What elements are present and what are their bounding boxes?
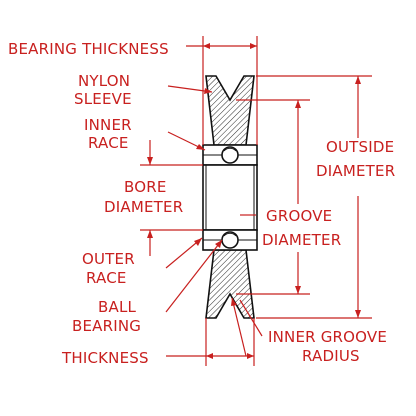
label-outside: OUTSIDE [326, 138, 394, 156]
label-diameter-bore: DIAMETER [104, 198, 183, 216]
label-race-inner: RACE [88, 134, 129, 152]
label-outer: OUTER [82, 250, 135, 268]
label-ball: BALL [98, 298, 137, 316]
label-bore: BORE [124, 178, 167, 196]
label-sleeve: SLEEVE [74, 90, 132, 108]
label-race-outer: RACE [86, 269, 127, 287]
label-diameter-outside: DIAMETER [316, 162, 395, 180]
labels: BEARING THICKNESS NYLON SLEEVE INNER RAC… [8, 40, 395, 367]
upper-sleeve [205, 75, 255, 146]
label-thickness: THICKNESS [61, 349, 149, 367]
label-inner-groove: INNER GROOVE [268, 328, 387, 346]
label-nylon: NYLON [78, 72, 130, 90]
label-groove: GROOVE [266, 207, 332, 225]
label-radius: RADIUS [302, 347, 360, 365]
dimension-lines [140, 36, 372, 366]
ball-bottom [221, 231, 239, 249]
label-inner: INNER [84, 116, 132, 134]
label-bearing: BEARING [72, 317, 141, 335]
label-bearing-thickness: BEARING THICKNESS [8, 40, 169, 58]
lower-sleeve [205, 249, 255, 319]
label-diameter-groove: DIAMETER [262, 231, 341, 249]
pulley-drawing [202, 75, 258, 319]
bore [202, 164, 258, 231]
ball-top [221, 146, 239, 164]
